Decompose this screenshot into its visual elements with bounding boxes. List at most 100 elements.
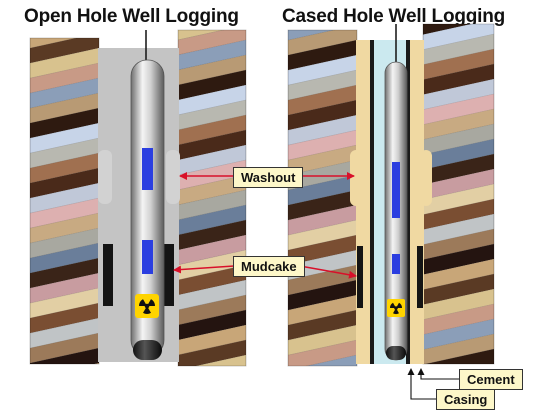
radiation-icon-right <box>387 299 405 317</box>
rock-layer-coal <box>288 39 357 71</box>
rock-layer-shale <box>423 198 494 230</box>
rock-layer-coal <box>30 347 99 364</box>
tool-window-upper-right <box>392 162 400 218</box>
rock-layer-coal <box>178 309 246 341</box>
rock-layer-shale <box>178 114 246 146</box>
logging-tool-right <box>384 61 408 361</box>
rock-layer-clay <box>30 197 99 229</box>
rock-layer-clay <box>30 272 99 304</box>
tool-bottom-cap <box>133 340 162 360</box>
rock-layer-coal <box>423 24 473 35</box>
rock-layer-siltstone <box>423 138 494 170</box>
rock-layer-shale <box>30 378 99 408</box>
rock-layer-limestone <box>288 159 357 191</box>
rock-layer-limestone <box>423 123 494 155</box>
title-open-hole: Open Hole Well Logging <box>24 6 239 27</box>
rock-layer-sandstone <box>30 212 99 244</box>
rock-layer-shale <box>30 302 99 334</box>
rock-layer-siltstone <box>178 204 246 236</box>
rock-layer-clay <box>288 204 357 236</box>
rock-layer-sand <box>423 288 494 320</box>
rock-layer-coal <box>30 107 99 139</box>
mudcake-label: Mudcake <box>233 256 305 277</box>
rock-layer-siltstone <box>178 144 246 176</box>
rock-layer-shale <box>288 234 357 266</box>
rock-layer-sandstone <box>178 294 246 326</box>
cement-label: Cement <box>459 369 523 390</box>
rock-layer-limestone <box>288 249 357 281</box>
rock-layer-limestone <box>423 33 494 65</box>
rock-layer-clay <box>178 370 246 400</box>
rock-layer-limestone <box>178 189 246 221</box>
rock-layer-limestone <box>288 69 357 101</box>
rock-layer-siltstone <box>423 318 494 350</box>
rock-layer-shale <box>30 257 99 289</box>
rock-layer-shale <box>288 99 357 131</box>
tool-window-lower <box>142 240 153 274</box>
rock-layer-shale <box>178 129 246 161</box>
rock-layer-sand <box>288 324 357 356</box>
rock-layer-conglomerate <box>288 294 357 326</box>
rock-layer-shale <box>288 309 357 341</box>
washout-label: Washout <box>233 167 304 188</box>
tool-window-upper <box>142 148 153 190</box>
rock-layer-clay <box>178 159 246 191</box>
leader-lines <box>407 368 459 400</box>
rock-layer-limestone <box>178 99 246 131</box>
rock-layer-coal <box>288 385 357 414</box>
casing-label: Casing <box>436 389 496 410</box>
rock-layer-sandstone <box>288 144 357 176</box>
rock-layer-conglomerate <box>93 362 99 364</box>
rock-layer-conglomerate <box>423 258 494 290</box>
rock-layer-siltstone <box>30 242 99 274</box>
rock-layer-shale <box>178 339 246 366</box>
rock-layer-siltstone <box>288 114 357 146</box>
tool-window-lower-right <box>392 254 400 274</box>
rock-layer-siltstone <box>30 182 99 214</box>
rock-layer-shale <box>30 167 99 199</box>
rock-layer-sandstone <box>30 332 99 364</box>
rock-layer-sand <box>194 354 246 366</box>
rock-layer-siltstone <box>305 354 357 366</box>
rock-layer-shale <box>30 152 99 184</box>
rock-layer-siltstone <box>288 174 357 206</box>
rock-layer-shale <box>423 153 494 185</box>
rock-layer-sand <box>30 287 99 319</box>
mudcake-arrows <box>173 265 357 279</box>
rock-layer-siltstone <box>178 385 246 414</box>
rock-layer-limestone <box>30 317 99 349</box>
rock-layer-sandstone <box>178 174 246 206</box>
rock-layer-shale <box>423 48 494 80</box>
rock-layer-sand <box>423 183 494 215</box>
rock-layer-sandstone <box>178 54 246 86</box>
rock-layer-clay <box>423 303 494 335</box>
rock-layer-sandstone <box>288 30 357 56</box>
rock-layer-limestone <box>30 227 99 259</box>
mudcake-right <box>164 244 174 306</box>
rock-layer-limestone <box>423 213 494 245</box>
formation-left <box>29 29 247 414</box>
rock-layer-clay <box>288 129 357 161</box>
rock-layer-sandstone <box>30 92 99 124</box>
rock-layer-clay <box>423 93 494 125</box>
washout-left <box>98 150 112 204</box>
rock-layer-shale <box>288 84 357 116</box>
rock-layer-clay <box>288 339 357 366</box>
rock-layer-siltstone <box>178 39 246 71</box>
rock-layer-siltstone <box>30 77 99 109</box>
rock-layer-clay <box>30 62 99 94</box>
rock-layer-shale <box>30 38 99 64</box>
rock-layer-sand <box>178 30 225 41</box>
rock-layer-limestone <box>30 137 99 169</box>
casing-right-wall <box>406 40 410 364</box>
rock-layer-conglomerate <box>178 324 246 356</box>
mudcake-left <box>103 244 113 306</box>
rock-layer-shale <box>423 273 494 305</box>
rock-layer-anhydrite <box>288 54 357 86</box>
mudcake-cased-left <box>357 246 363 308</box>
washout-cement-left <box>350 150 362 206</box>
casing-left-wall <box>370 40 374 364</box>
rock-layer-sand <box>178 249 246 281</box>
washout-cement-right <box>420 150 432 206</box>
